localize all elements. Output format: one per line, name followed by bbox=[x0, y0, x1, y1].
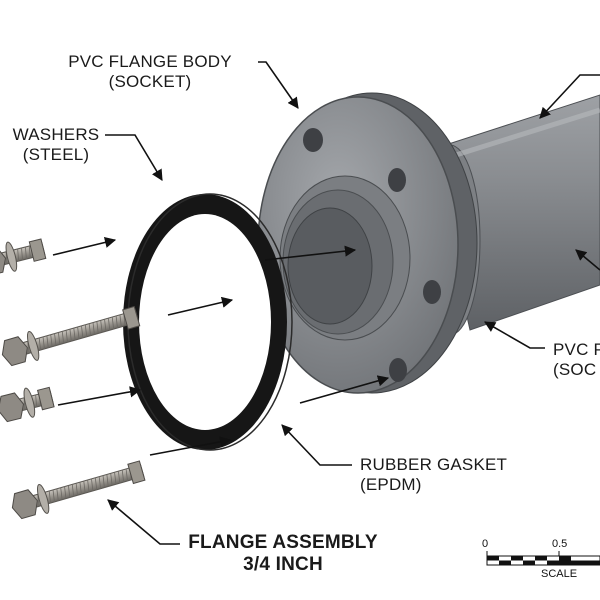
scale-caption: SCALE bbox=[541, 568, 578, 580]
assembly-arrow-4 bbox=[57, 386, 142, 406]
rubber-gasket bbox=[123, 193, 293, 451]
label-washers-line1: WASHERS bbox=[12, 125, 100, 144]
label-flange-assembly: FLANGE ASSEMBLY 3/4 INCH bbox=[178, 532, 388, 576]
label-flange-body-line2: (SOCKET) bbox=[108, 72, 192, 91]
assembly-arrow-1 bbox=[52, 236, 117, 256]
bolt bbox=[1, 305, 141, 367]
assembly-arrow-2 bbox=[167, 296, 234, 316]
label-washers: WASHERS (STEEL) bbox=[0, 125, 112, 165]
label-assembly-line2: 3/4 INCH bbox=[243, 554, 323, 575]
leader-assembly bbox=[107, 499, 180, 545]
label-gasket-line2: (EPDM) bbox=[360, 475, 422, 494]
assembly-arrow-6 bbox=[299, 375, 390, 404]
assembly-arrow-3 bbox=[264, 245, 357, 261]
scale-tick-0: 0 bbox=[482, 538, 489, 550]
label-assembly-line1: FLANGE ASSEMBLY bbox=[188, 532, 378, 553]
scale-tick-half: 0.5 bbox=[552, 538, 568, 550]
leader-pipe-mid bbox=[575, 249, 600, 271]
label-pvc-flange-body: PVC FLANGE BODY (SOCKET) bbox=[42, 52, 258, 92]
leader-flange-body bbox=[258, 61, 299, 109]
leader-lines bbox=[52, 61, 600, 545]
label-gasket-line1: RUBBER GASKET bbox=[360, 455, 508, 474]
label-washers-line2: (STEEL) bbox=[22, 145, 90, 164]
bolt bbox=[0, 238, 47, 277]
label-pvc-pipe: PVC P (SOC bbox=[553, 340, 600, 380]
bolt bbox=[0, 386, 55, 423]
assembly-arrow-5 bbox=[149, 436, 232, 456]
leader-washers bbox=[105, 134, 163, 181]
leader-pipe-top bbox=[539, 74, 600, 119]
bolt-set bbox=[0, 238, 146, 520]
scale-bar bbox=[486, 551, 600, 566]
bolt bbox=[11, 460, 146, 520]
label-rubber-gasket: RUBBER GASKET (EPDM) bbox=[360, 455, 507, 495]
leader-gasket bbox=[281, 424, 352, 466]
label-pipe-line2: (SOC bbox=[553, 360, 597, 379]
label-flange-body-line1: PVC FLANGE BODY bbox=[68, 52, 232, 71]
leader-pipe-socket bbox=[484, 321, 545, 349]
label-pipe-line1: PVC P bbox=[553, 340, 600, 359]
